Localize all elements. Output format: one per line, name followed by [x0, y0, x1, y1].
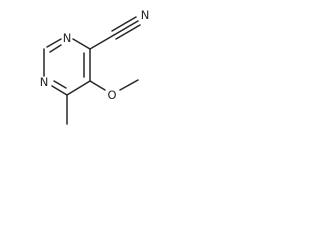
- bond-nitrile-3: [115, 24, 141, 40]
- atom-n-top: N: [63, 31, 72, 45]
- bond-c6-n1-inner: [53, 80, 67, 89]
- bond-c2-n3: [46, 38, 62, 48]
- chemical-structure-diagram: N N N O: [40, 8, 150, 125]
- bond-c6-n1: [51, 85, 68, 96]
- bond-c5-c6: [66, 80, 91, 96]
- bond-c2-n3-inner: [49, 44, 62, 53]
- substituent-bonds: [66, 16, 141, 125]
- atom-labels: N N N O: [40, 8, 150, 102]
- atom-n-bottom: N: [40, 75, 49, 89]
- bond-o-ch3: [119, 79, 139, 91]
- bond-c5-o: [89, 80, 106, 91]
- bond-n3-c4: [72, 38, 91, 50]
- ring-bonds: [43, 38, 91, 96]
- bond-nitrile-1: [113, 20, 139, 36]
- atom-o-methoxy: O: [107, 88, 116, 102]
- bond-nitrile-2: [111, 16, 137, 32]
- bond-c4-cn: [89, 34, 115, 50]
- atom-n-nitrile: N: [141, 8, 150, 22]
